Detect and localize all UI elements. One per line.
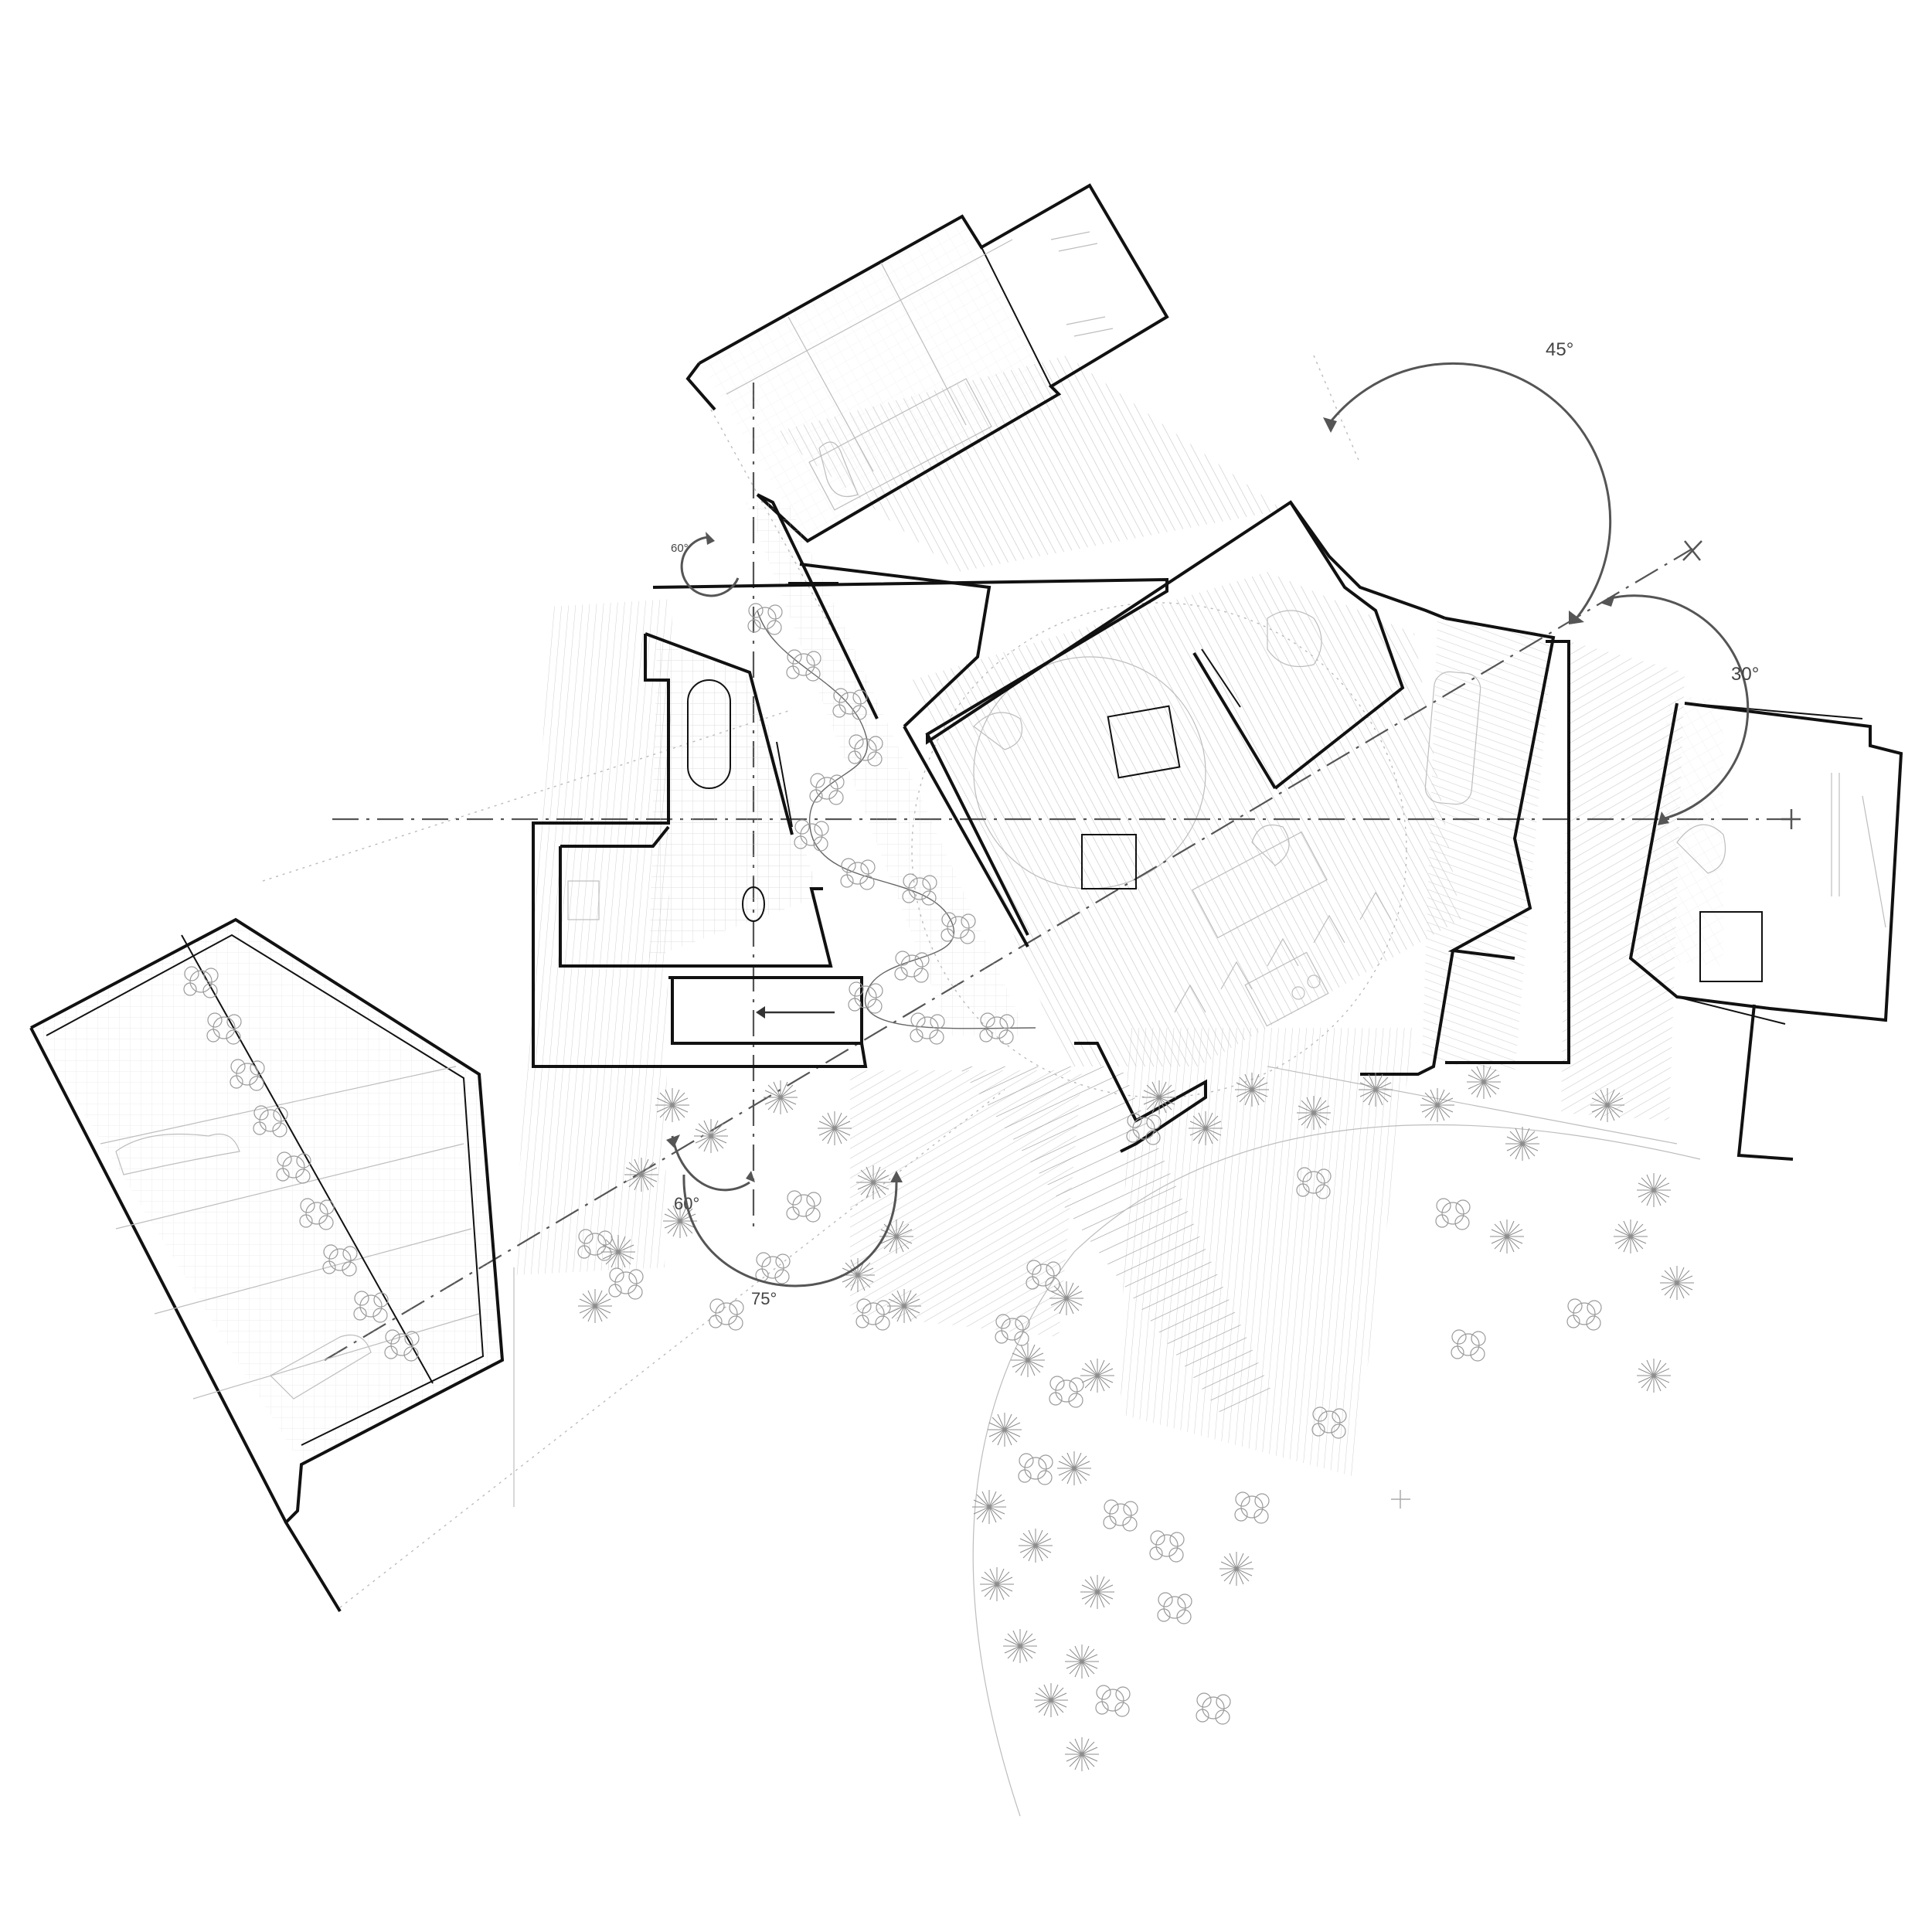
figure-reclining — [115, 1133, 240, 1175]
arc-75 — [682, 1174, 898, 1287]
arc-45 — [1328, 362, 1612, 619]
dining-table — [1424, 671, 1481, 805]
angle-label-45: 45° — [1546, 339, 1573, 360]
bedroom-figure — [1267, 610, 1322, 668]
bathroom-block — [532, 632, 868, 1068]
figure-lounging — [973, 712, 1023, 750]
east-stair — [1699, 911, 1763, 982]
sofa — [808, 378, 992, 511]
arc-30 — [1607, 594, 1750, 821]
living-block — [652, 500, 1481, 1153]
axis-end-markers — [1682, 540, 1801, 829]
angle-label-30: 30° — [1731, 664, 1759, 685]
west-deck — [514, 599, 672, 1275]
angle-label-75: 75° — [751, 1289, 777, 1308]
kitchen-counter — [1244, 951, 1329, 1027]
bathtub — [687, 679, 731, 789]
arc-60-small — [680, 536, 740, 597]
diagonal-axis — [324, 548, 1693, 1361]
exterior-stair — [958, 1066, 1275, 1414]
figure-seated — [818, 441, 859, 498]
angle-annotations: 45° 30° 60° 60° 75° — [666, 339, 1759, 1308]
coffee-table — [1107, 705, 1181, 779]
glass-skylight — [1050, 231, 1114, 337]
west-pavilion — [29, 917, 505, 1613]
chairs — [1174, 891, 1392, 1013]
figure-standing — [1251, 824, 1290, 866]
east-deck — [1422, 618, 1553, 1074]
angle-label-60-small: 60° — [671, 542, 689, 555]
courtyard-strip — [746, 493, 1036, 1045]
kitchen-island — [1192, 831, 1328, 939]
arc-60-large — [671, 1135, 750, 1192]
east-shelving — [1831, 773, 1886, 928]
bench — [270, 1334, 372, 1400]
far-east-deck — [1561, 641, 1685, 1121]
east-figure-seated — [1676, 824, 1726, 874]
toilet — [742, 886, 765, 922]
side-table — [1081, 834, 1137, 889]
survey-marker — [1391, 1490, 1410, 1509]
north-wing — [685, 183, 1169, 543]
sink — [567, 880, 600, 920]
east-structures — [1444, 617, 1903, 1161]
